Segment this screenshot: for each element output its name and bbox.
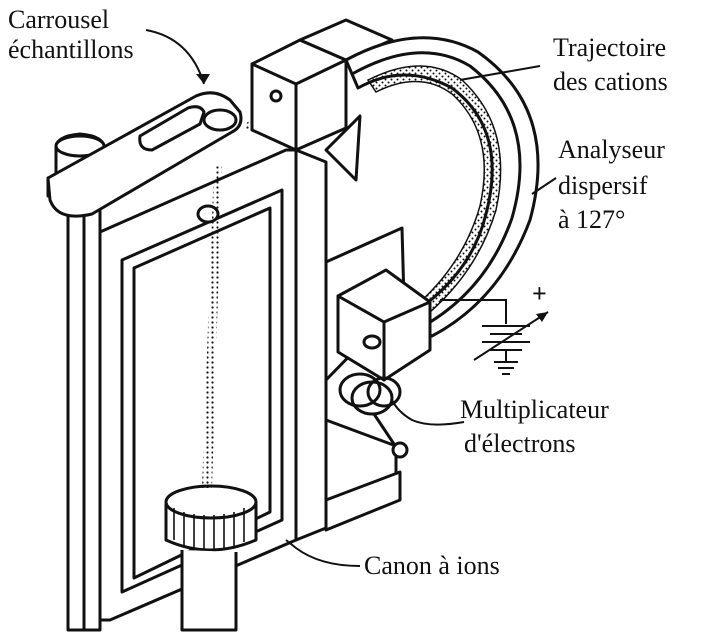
ion-gun-label: Canon à ions: [364, 551, 500, 580]
leader-lines: [145, 29, 557, 567]
sample-carousel: [46, 91, 243, 218]
analyzer-label-line3: à 127°: [558, 205, 626, 234]
carousel-label-line2: échantillons: [8, 35, 134, 64]
voltage-source-icon: [440, 299, 549, 375]
dispersive-analyzer-arc: [324, 36, 540, 338]
multiplier-label-line1: Multiplicateur: [460, 395, 609, 424]
electron-multiplier-coil: [338, 372, 402, 446]
analyzer-label-line2: dispersif: [558, 171, 648, 200]
detector-housing: [324, 226, 432, 532]
trajectory-label-line1: Trajectoire: [553, 33, 667, 62]
plus-sign-label: +: [532, 279, 547, 308]
trajectory-label-line2: des cations: [553, 67, 668, 96]
carousel-label-line1: Carrousel: [8, 5, 110, 34]
source-block: [250, 18, 394, 152]
multiplier-label-line2: d'électrons: [464, 429, 576, 458]
ion-gun: [164, 484, 258, 632]
analyzer-label-line1: Analyseur: [558, 135, 665, 164]
